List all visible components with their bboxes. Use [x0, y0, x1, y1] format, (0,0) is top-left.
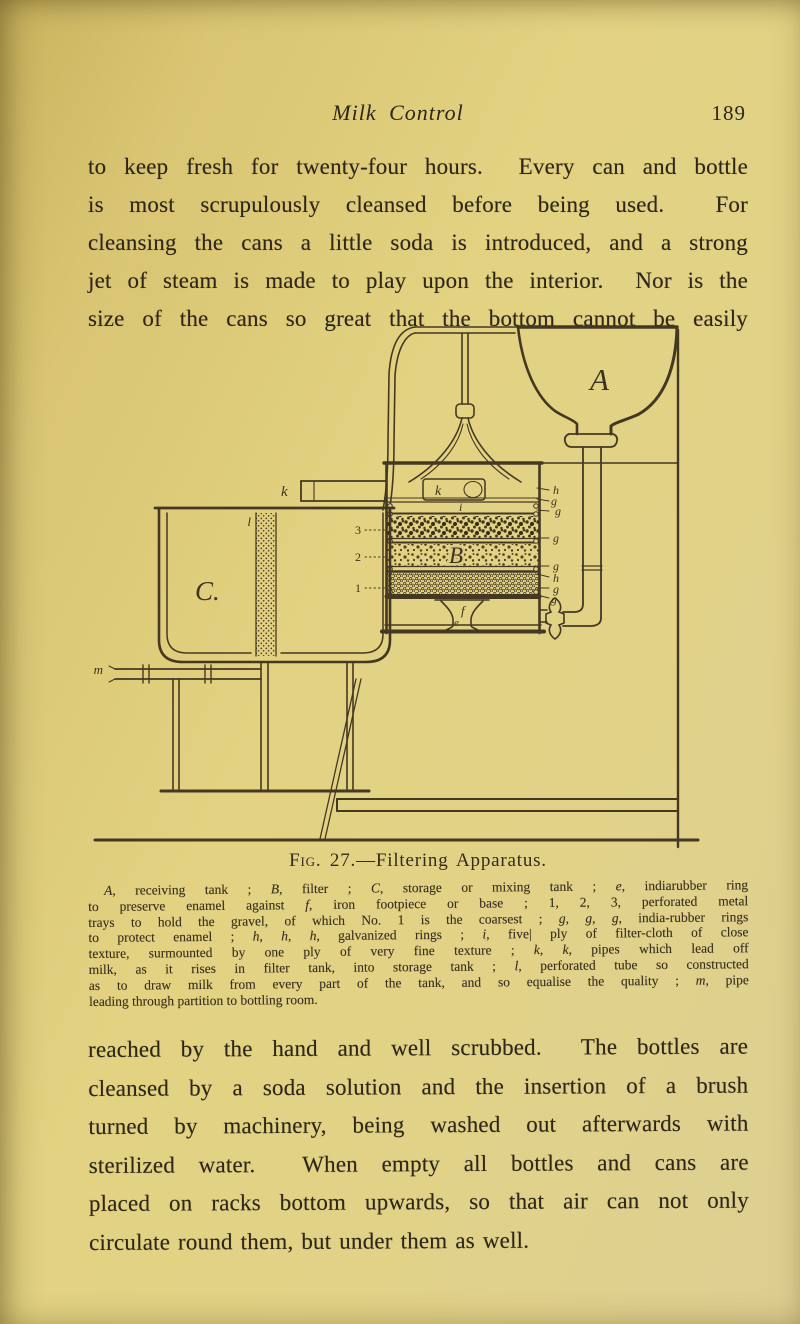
label-ring-g-2: g: [555, 504, 561, 518]
running-title: Milk Control: [332, 100, 464, 125]
label-tray-1: 1: [355, 581, 361, 595]
legend-run: B: [270, 881, 280, 897]
legend-run: , storage or mixing tank ;: [379, 878, 616, 896]
text-line: placed on racks bottom upwards, so that …: [88, 1187, 749, 1216]
text-line: cleansing the cans a little soda is intr…: [88, 230, 748, 255]
legend-run: ,: [539, 942, 563, 958]
figure-caption-title: —Filtering Apparatus.: [356, 850, 547, 871]
pipe-m: m: [94, 662, 262, 684]
valve-fitting: [540, 597, 565, 640]
text-line: circulate round them, but under them as …: [89, 1227, 530, 1255]
text-line: is most scrupulously cleansed before bei…: [88, 192, 748, 217]
label-pipe-m: m: [94, 662, 103, 677]
figure-caption: Fig. 27.—Filtering Apparatus.: [88, 850, 748, 872]
label-ring-g-5: g: [553, 582, 559, 596]
label-ring-g-1: g: [551, 494, 557, 508]
legend-run: to preserve enamel against: [88, 896, 306, 914]
legend-run: m: [695, 972, 706, 988]
label-filter-cloth-i: i: [459, 500, 462, 514]
filter-tank-b: k k i B: [281, 461, 679, 640]
legend-run: , galvanized rings ;: [316, 926, 483, 944]
text-line: sterilized water. When empty all bottles…: [88, 1149, 749, 1178]
text-line: turned by machinery, being washed out af…: [88, 1110, 749, 1139]
label-filter-b: B: [449, 543, 463, 568]
filter-layers: i B: [384, 497, 542, 599]
page-number: 189: [711, 101, 746, 125]
legend-run: ,: [259, 928, 282, 944]
label-tray-3: 3: [355, 523, 361, 537]
legend-run: , pipes which lead off: [568, 940, 749, 957]
body-paragraph-top: to keep fresh for twenty-four hours. Eve…: [88, 148, 748, 338]
label-foot-f: f: [461, 603, 467, 618]
legend-run: ,: [287, 928, 310, 944]
label-ring-h-1: h: [553, 483, 559, 497]
legend-run: , filter ;: [279, 880, 371, 897]
storage-tank-c: C. l: [153, 506, 396, 664]
label-pipe-k-outer: k: [281, 484, 288, 500]
figure-27: A: [85, 322, 765, 849]
legend-run: ,: [565, 910, 586, 926]
receiving-tank-a: A: [516, 325, 679, 627]
legend-run: ,: [591, 910, 612, 926]
label-receiving-tank-a: A: [588, 362, 610, 397]
label-ring-g-6: g: [551, 592, 557, 606]
iron-foot-f: f e: [434, 599, 490, 631]
tray-number-labels: 3 2 1: [355, 523, 386, 595]
filtering-apparatus-figure: A: [93, 325, 700, 849]
legend-run: , receiving tank ;: [112, 881, 271, 898]
text-line: reached by the hand and well scrubbed. T…: [88, 1033, 749, 1062]
stand-and-floor: [159, 662, 679, 840]
body-paragraph-bottom: reached by the hand and well scrubbed. T…: [88, 1028, 749, 1262]
legend-run: , pipe: [705, 972, 749, 988]
label-ring-h-2: h: [553, 571, 559, 585]
ring-labels-right: h g g g g h g g: [536, 483, 561, 606]
legend-run: leading through partition to bottling ro…: [88, 991, 318, 1009]
label-ring-e: e: [454, 617, 459, 629]
page-header: Milk Control 189: [88, 100, 748, 126]
text-line: jet of steam is made to play upon the in…: [88, 268, 748, 293]
legend-run: , indiarubber ring: [621, 877, 749, 894]
text-line: cleansed by a soda solution and the inse…: [88, 1072, 749, 1101]
milk-pipes-k: [382, 326, 522, 513]
label-ring-g-4: g: [553, 559, 559, 573]
label-tube-l: l: [247, 514, 251, 529]
label-ring-g-3: g: [553, 531, 559, 545]
legend-run: , perforated tube so constructed: [518, 956, 749, 974]
legend-run: C: [370, 880, 381, 896]
legend-run: , five| ply of filter-cloth of close: [486, 924, 749, 942]
figure-legend: A, receiving tank ; B, filter ; C, stora…: [88, 877, 749, 1009]
legend-run: to protect enamel ;: [88, 928, 253, 946]
legend-run: , india-rubber rings: [618, 908, 749, 925]
label-tank-c: C.: [195, 576, 220, 606]
text-line: to keep fresh for twenty-four hours. Eve…: [88, 154, 748, 179]
label-pipe-k-inner: k: [435, 484, 442, 499]
figure-caption-number: Fig. 27.: [289, 850, 357, 871]
label-tray-2: 2: [355, 550, 361, 564]
